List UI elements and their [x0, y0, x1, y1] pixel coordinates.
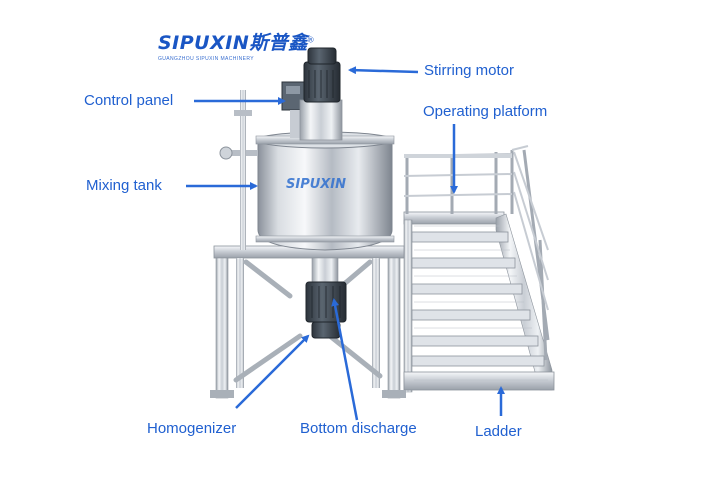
frame-leg-left: [215, 257, 229, 399]
label-control-panel: Control panel: [84, 92, 174, 109]
logo-tagline: GUANGZHOU SIPUXIN MACHINERY: [158, 56, 254, 62]
ladder-treads: [411, 231, 545, 367]
ladder-stringer-left: [403, 219, 413, 393]
logo-text: SIPUXIN斯普鑫: [158, 32, 308, 54]
arrow-homogenizer: [235, 334, 310, 409]
logo-registered-mark: ®: [307, 35, 314, 45]
ladder-base: [403, 371, 555, 391]
annotation-arrows: [186, 66, 505, 421]
tank-frame: [210, 245, 406, 399]
label-stirring-motor: Stirring motor: [424, 62, 515, 79]
stirring-motor: [299, 47, 343, 141]
label-operating-platform: Operating platform: [423, 103, 548, 120]
ladder: [403, 145, 555, 393]
label-mixing-tank: Mixing tank: [86, 177, 162, 194]
brand-logo: SIPUXIN斯普鑫® GUANGZHOU SIPUXIN MACHINERY: [158, 28, 314, 62]
frame-leg-right: [387, 257, 401, 399]
label-bottom-discharge: Bottom discharge: [300, 420, 417, 437]
label-ladder: Ladder: [475, 423, 522, 440]
mixing-tank: SIPUXIN: [219, 131, 395, 251]
label-homogenizer: Homogenizer: [147, 420, 237, 437]
arrow-stirring-motor: [348, 66, 419, 75]
arrow-bottom-discharge: [331, 298, 359, 421]
platform-deck: [403, 211, 505, 225]
tank-logo: SIPUXIN: [286, 177, 346, 192]
